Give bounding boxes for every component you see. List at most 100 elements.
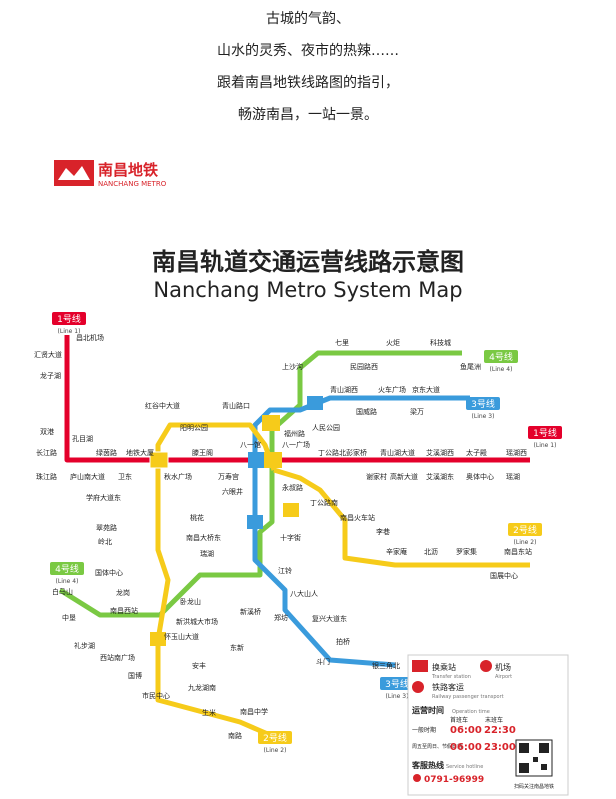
station-ruihu: 瑞湖: [200, 549, 214, 558]
station-zhujiang: 珠江路: [36, 472, 57, 481]
station-qili: 七里: [335, 338, 349, 347]
station-nanchangxi: 南昌西站: [110, 606, 138, 615]
station-badashanren: 八大山人: [290, 589, 318, 598]
badge-line3-right-sub: (Line 3): [472, 413, 495, 420]
station-xinjiaan: 辛家庵: [386, 547, 407, 556]
badge-line2-right-sub: (Line 2): [514, 539, 537, 546]
station-fuzhou: 福州路: [284, 429, 305, 438]
station-longgang: 龙岗: [116, 588, 130, 597]
logo-cn: 南昌地铁: [98, 161, 158, 179]
station-nanchang-rail: 南昌火车站: [340, 513, 375, 522]
legend-t1-first: 06:00: [450, 725, 482, 736]
station-pengjiaqiao: 彭家桥: [346, 448, 367, 457]
line-4-route: [58, 350, 462, 618]
station-aoti: 奥体中心: [466, 472, 494, 481]
badge-line2-bottom-sub: (Line 2): [264, 747, 287, 754]
nanchang-metro-logo: 南昌地铁 NANCHANG METRO: [54, 160, 167, 188]
legend-hotline-cn: 客服热线: [411, 760, 444, 770]
station-guoti: 国体中心: [95, 568, 123, 577]
transfer-station-icons: [149, 396, 323, 646]
station-changjiang: 长江路: [36, 448, 57, 457]
station-nanchangdong: 南昌东站: [504, 547, 532, 556]
intro-line-4: 畅游南昌，一站一景。: [238, 107, 378, 123]
station-shizijie: 十字街: [280, 533, 301, 542]
intro-line-1: 古城的气韵、: [266, 11, 350, 27]
badge-line2-bottom: 2号线: [263, 732, 287, 744]
station-lushan: 庐山南大道: [70, 472, 105, 481]
legend-optime-cn: 运营时间: [412, 705, 444, 715]
station-libuhu: 礼步湖: [74, 641, 95, 650]
station-paiqiao: 拍桥: [336, 637, 350, 646]
station-jiangling: 江铃: [278, 566, 292, 575]
station-kongmu: 孔目湖: [72, 434, 93, 443]
badge-line4-left-sub: (Line 4): [56, 578, 79, 585]
station-cuiyuan: 翠苑路: [96, 523, 117, 532]
station-changbei: 昌北机场: [76, 333, 104, 342]
station-xinxi: 新溪桥: [240, 607, 261, 616]
station-guobo: 国博: [128, 671, 142, 680]
legend-t1-last: 22:30: [484, 725, 516, 736]
station-yinsanjiao: 银三角北: [372, 661, 400, 670]
station-zhengfang: 郑坊: [274, 613, 288, 622]
badge-line1-right: 1号线: [533, 427, 557, 439]
station-yaohu: 瑶湖: [506, 472, 520, 481]
station-guozhan: 国展中心: [490, 571, 518, 580]
station-shimin: 市民中心: [142, 691, 170, 700]
legend-transfer-cn: 换乘站: [432, 662, 456, 672]
station-xiejia: 谢家村: [366, 472, 387, 481]
station-yaohuwest: 瑶湖西: [506, 448, 527, 457]
map-title-en: Nanchang Metro System Map: [153, 278, 462, 302]
station-lvyin: 绿茵路: [96, 448, 117, 457]
station-huixian: 汇贤大道: [34, 350, 62, 359]
station-hongguzhong: 红谷中大道: [145, 401, 180, 410]
station-anfeng: 安丰: [192, 661, 206, 670]
legend-hotline-en: Service hotline: [446, 764, 483, 770]
station-doumen: 斗门: [316, 657, 330, 666]
badge-line1-top-sub: (Line 1): [58, 328, 81, 335]
badge-line4-top: 4号线: [489, 351, 513, 363]
map-title-cn: 南昌轨道交通运营线路示意图: [152, 248, 464, 276]
station-minyuan: 民园路西: [350, 362, 378, 371]
station-huochesquare: 火车广场: [378, 385, 406, 394]
station-gaoxin: 高新大道: [390, 472, 418, 481]
badge-line2-right: 2号线: [513, 524, 537, 536]
station-labels: 昌北机场 汇贤大道 龙子湖 双港 孔目湖 长江路 珠江路 庐山南大道 绿茵路 卫…: [34, 333, 532, 740]
station-nanchangdaqiao: 南昌大桥东: [186, 533, 221, 542]
station-keji: 科技城: [430, 338, 451, 347]
qr-caption: 扫码关注南昌地铁: [514, 783, 554, 790]
legend-railway-cn: 铁路客运: [432, 682, 464, 692]
badge-line3-bottom-sub: (Line 3): [386, 693, 409, 700]
station-zhongken: 中垦: [62, 613, 76, 622]
line-2-east-route: [273, 467, 530, 568]
legend-t2-last: 23:00: [484, 742, 516, 753]
legend-transfer-en: Transfer station: [431, 674, 471, 680]
station-lingbei: 岭北: [98, 537, 112, 546]
station-taizi: 太子殿: [466, 448, 487, 457]
legend-airport-cn: 机场: [495, 662, 511, 672]
station-bayisquare: 八一广场: [282, 440, 310, 449]
station-qiushui: 秋水广场: [164, 472, 192, 481]
station-taohua: 桃花: [190, 513, 204, 522]
station-aixieast: 艾溪湖东: [426, 472, 454, 481]
station-longzi: 龙子湖: [40, 371, 61, 380]
station-dinggongnan: 丁公路南: [310, 498, 338, 507]
station-guowei: 国威路: [356, 407, 377, 416]
station-yangming: 阳明公园: [180, 423, 208, 432]
legend-row1-label: 一般时期: [412, 726, 436, 734]
station-renmin: 人民公园: [312, 424, 340, 432]
legend-airport-en: Airport: [495, 674, 512, 680]
station-xuefu: 学府大道东: [86, 493, 121, 502]
legend-last-label: 末班车: [485, 716, 503, 724]
badge-line4-top-sub: (Line 4): [490, 366, 513, 373]
station-dinggongbei: 丁公路北: [318, 448, 346, 457]
station-qihao: 上沙沟: [282, 362, 303, 371]
legend-hotline-number: 0791-96999: [424, 775, 484, 785]
station-ditiedasha: 地铁大厦: [126, 448, 154, 457]
station-beili: 北沥: [424, 547, 438, 556]
station-liangwan: 梁万: [410, 407, 424, 416]
station-nanchangzhongxue: 南昌中学: [240, 707, 268, 716]
badge-line3-right: 3号线: [471, 398, 495, 410]
station-tengwang: 滕王阁: [192, 448, 213, 457]
badge-line1-top: 1号线: [57, 313, 81, 325]
